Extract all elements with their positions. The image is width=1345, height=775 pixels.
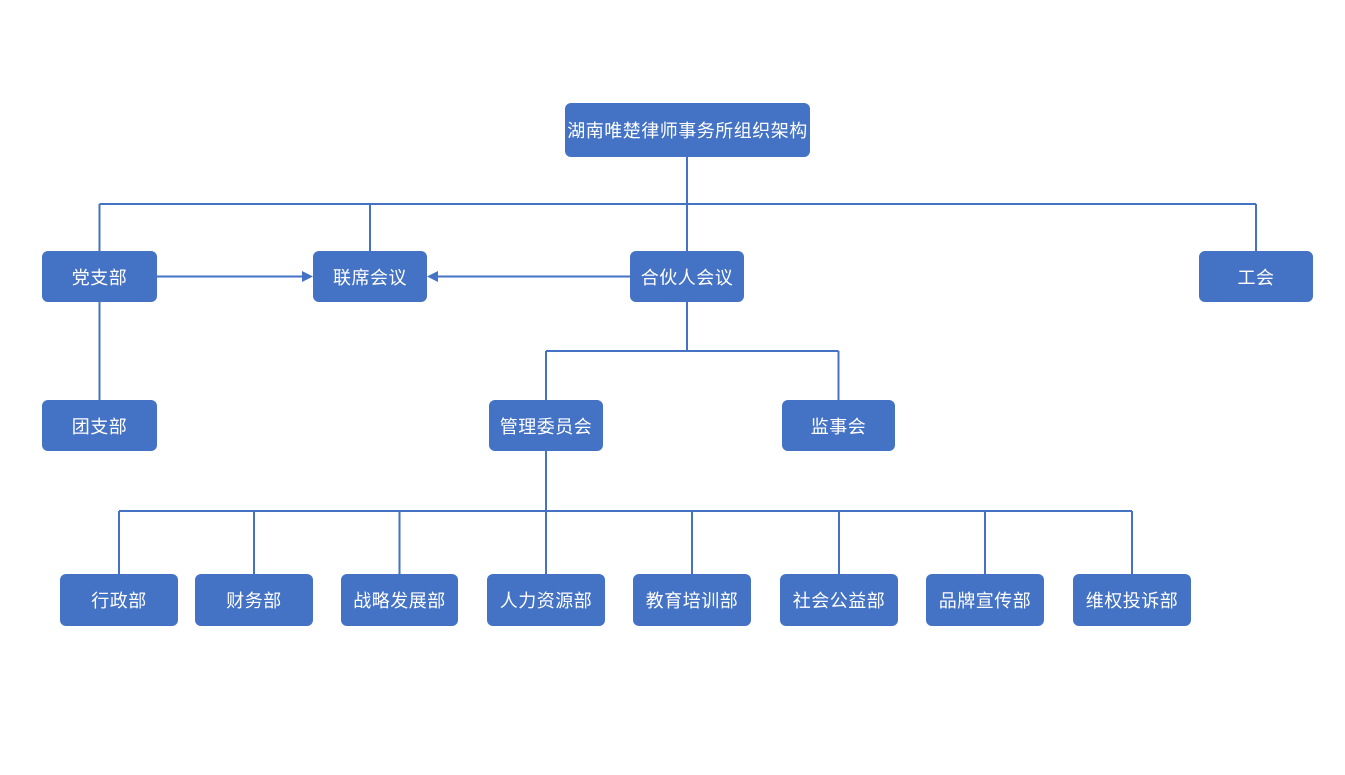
node-dept-welfare[interactable]: 社会公益部: [780, 574, 898, 626]
node-dept-admin-label: 行政部: [91, 591, 147, 611]
node-supervisory-board-label: 监事会: [810, 416, 867, 437]
node-management-committee-label: 管理委员会: [499, 416, 593, 437]
node-partners-meeting[interactable]: 合伙人会议: [630, 251, 744, 302]
node-dept-strategy-label: 战略发展部: [353, 591, 446, 611]
node-labor-union[interactable]: 工会: [1199, 251, 1313, 302]
node-dept-admin[interactable]: 行政部: [60, 574, 178, 626]
node-dept-training-label: 教育培训部: [645, 591, 739, 611]
node-dept-brand[interactable]: 品牌宣传部: [926, 574, 1044, 626]
node-joint-meeting[interactable]: 联席会议: [313, 251, 427, 302]
node-dept-strategy[interactable]: 战略发展部: [341, 574, 458, 626]
node-dept-brand-label: 品牌宣传部: [938, 591, 1032, 611]
node-joint-meeting-label: 联席会议: [333, 267, 407, 288]
node-youth-league-branch-label: 团支部: [71, 416, 128, 437]
node-labor-union-label: 工会: [1237, 267, 1275, 288]
node-youth-league-branch[interactable]: 团支部: [42, 400, 157, 451]
node-dept-rights[interactable]: 维权投诉部: [1073, 574, 1191, 626]
node-partners-meeting-label: 合伙人会议: [640, 267, 734, 288]
node-root[interactable]: 湖南唯楚律师事务所组织架构: [565, 103, 810, 157]
arrowhead-partners-meeting-to-joint-meeting: [427, 271, 438, 282]
node-management-committee[interactable]: 管理委员会: [489, 400, 603, 451]
node-dept-training[interactable]: 教育培训部: [633, 574, 751, 626]
node-dept-hr[interactable]: 人力资源部: [487, 574, 605, 626]
node-root-label: 湖南唯楚律师事务所组织架构: [567, 121, 808, 141]
node-dept-welfare-label: 社会公益部: [792, 591, 886, 611]
node-supervisory-board[interactable]: 监事会: [782, 400, 895, 451]
node-party-branch-label: 党支部: [71, 267, 128, 288]
node-party-branch[interactable]: 党支部: [42, 251, 157, 302]
arrowhead-party-branch-to-joint-meeting: [302, 271, 313, 282]
node-dept-rights-label: 维权投诉部: [1085, 591, 1179, 611]
node-dept-hr-label: 人力资源部: [499, 591, 593, 611]
node-dept-finance-label: 财务部: [226, 591, 282, 611]
node-dept-finance[interactable]: 财务部: [195, 574, 313, 626]
